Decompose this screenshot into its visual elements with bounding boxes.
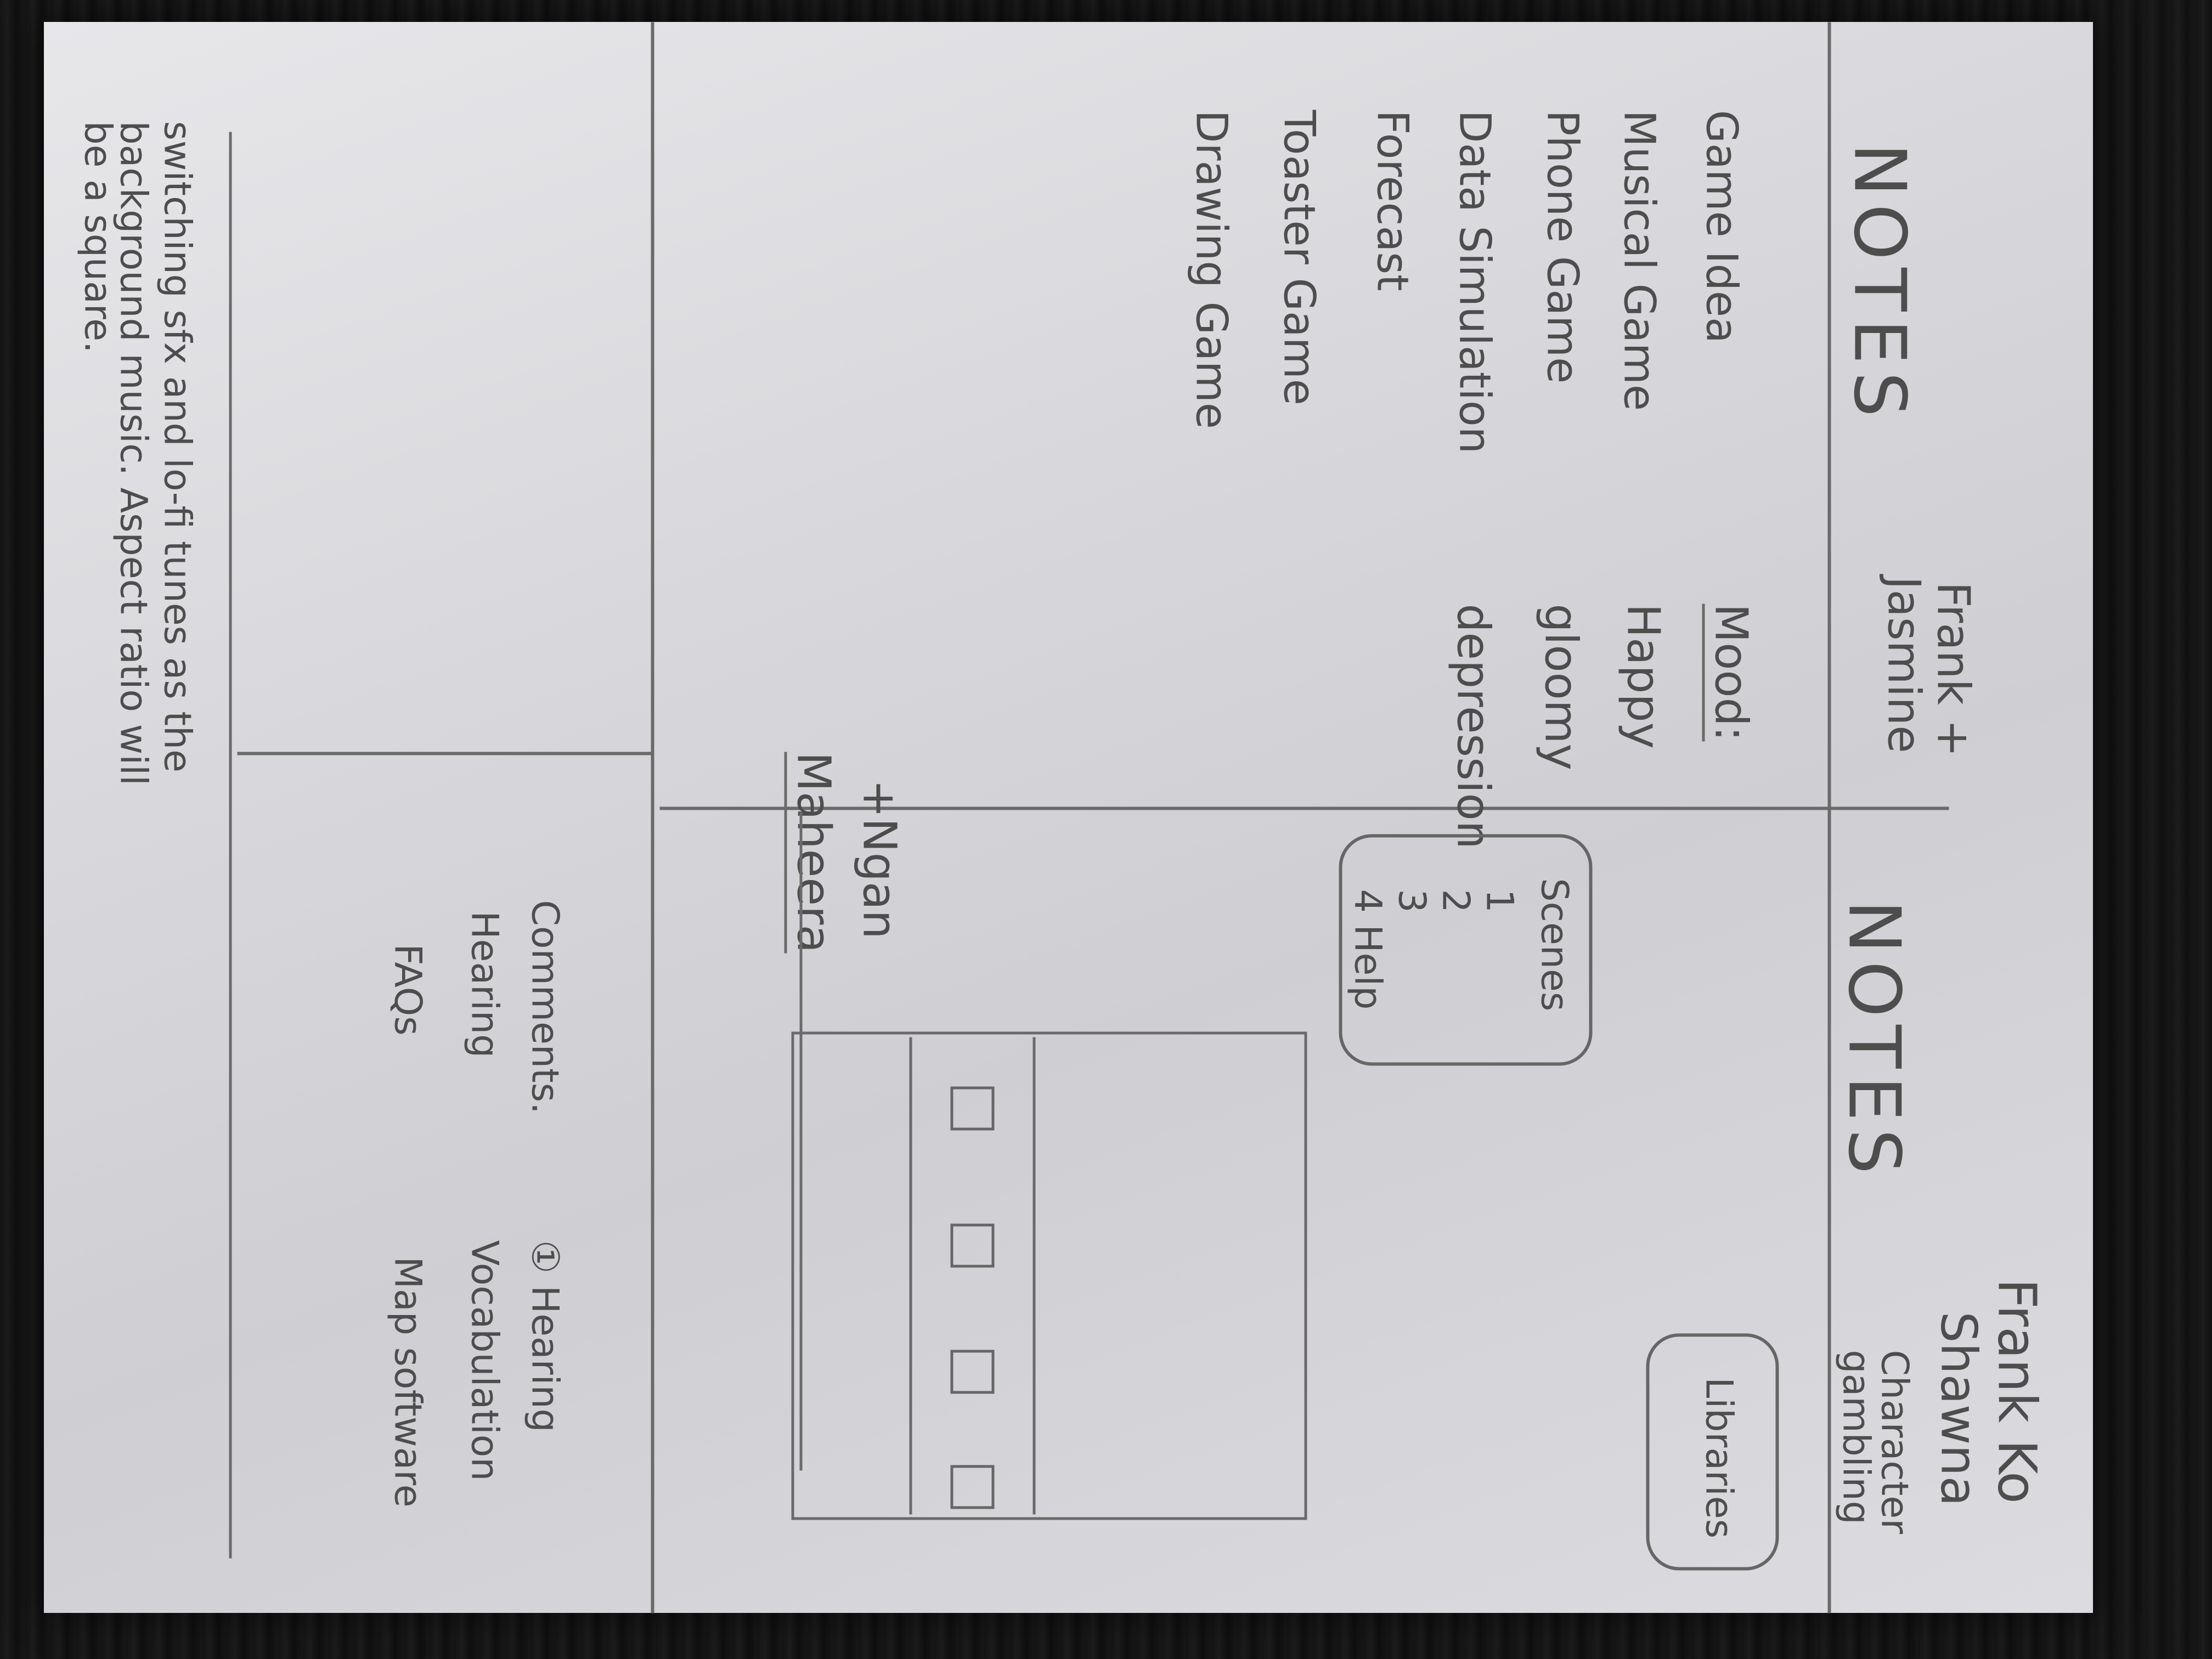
scene-item: 2 [1434,889,1477,913]
team-bottom-left-line1: Maheera [784,752,841,953]
notes-sheet: NOTES NOTES Frank + Jasmine Frank Ko Sha… [76,22,2130,1613]
scenes-heading: Scenes [1532,878,1576,1012]
storyboard-frame [791,1031,1307,1520]
comment-item: FAQs [386,944,430,1036]
comment-item: Vocabulation [462,1240,506,1481]
storyboard-strip-top [1032,1037,1036,1515]
names-top-right-line2: Shawna [1929,1311,1988,1506]
team-top-left-line1: Frank + [1927,582,1979,757]
team-bottom-left-line2: +Ngan [853,779,907,939]
paper-sheet [44,22,2093,1613]
idea-item: Phone Game [1537,110,1587,384]
idea-item: Toaster Game [1274,110,1324,405]
storyboard-strip-bottom [909,1037,912,1515]
thumbnail-square [950,1465,995,1509]
comment-item: Hearing [462,911,506,1058]
mood-item: gloomy [1534,603,1587,771]
idea-item: Game Idea [1696,110,1746,343]
comment-item: Map software [386,1256,430,1508]
scene-item: 3 [1390,889,1434,913]
team-bottom-left-text: Maheera [784,752,841,953]
bottom-notes-divider [229,132,232,1559]
mood-item: depression [1447,603,1499,849]
thumbnail-square [950,1086,995,1131]
idea-item: Musical Game [1614,110,1664,411]
middle-divider [651,22,654,1613]
right-notes-title: NOTES [1832,900,1916,1182]
team-top-left-line2: Jasmine [1877,576,1930,753]
center-divider-bottom [237,752,654,755]
scene-item: 4 Help [1346,889,1390,1010]
moods-heading-text: Mood: [1702,603,1757,742]
idea-item: Data Simulation [1449,110,1499,454]
note-line: Character [1872,1350,1916,1534]
moods-heading: Mood: [1702,603,1757,742]
idea-item: Drawing Game [1186,110,1236,429]
bottom-note-line: be a square. [76,121,120,353]
left-notes-title: NOTES [1838,143,1922,425]
team-underline [799,812,803,1471]
libraries-label: Libraries [1697,1377,1741,1539]
note-line: gambling [1834,1350,1878,1525]
comments-heading: Comments. [523,900,567,1114]
bottom-note-line: switching sfx and lo-fi tunes as the [155,121,199,772]
mood-item: Happy [1617,603,1669,749]
idea-item: Forecast [1367,110,1417,291]
scene-item: 1 [1477,889,1521,913]
thumbnail-square [950,1350,995,1394]
thumbnail-square [950,1223,995,1268]
header-divider [1827,22,1831,1613]
comment-item: ① Hearing [523,1240,567,1432]
names-top-right-line1: Frank Ko [1986,1278,2048,1504]
